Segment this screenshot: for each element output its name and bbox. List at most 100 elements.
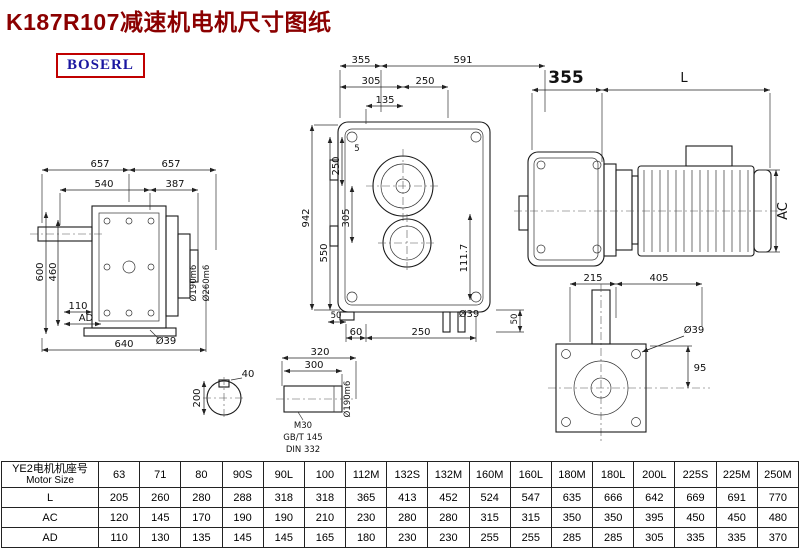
gear-housing-front (337, 121, 491, 313)
spec-value: 669 (674, 487, 717, 508)
terminal-box (685, 145, 733, 167)
dim-dia39-front: Ø39 (459, 308, 480, 320)
label-GBT145: GB/T 145 (283, 433, 322, 443)
dim-250-top: 250 (415, 76, 434, 87)
dim-dia190m6-detail: Ø190m6 (342, 381, 353, 418)
spec-value: 350 (592, 507, 635, 528)
spec-value: 547 (509, 487, 552, 508)
frame-size-column-header: 132M (427, 461, 470, 488)
dim-135: 135 (375, 95, 394, 106)
spec-value: 205 (97, 487, 141, 508)
spec-value: 318 (303, 487, 347, 508)
spec-row-label: L (1, 487, 99, 508)
dim-L: L (680, 71, 688, 86)
dim-640: 640 (114, 339, 133, 350)
spec-row-label: AD (1, 527, 99, 548)
frame-size-column-header: 250M (756, 461, 800, 488)
spec-value: 635 (550, 487, 594, 508)
frame-size-column-header: 112M (345, 461, 388, 488)
spec-value: 395 (633, 507, 676, 528)
motor-size-header-en: Motor Size (26, 475, 74, 486)
dim-dia190m6-left: Ø190m6 (188, 265, 199, 302)
dim-50-right: 50 (510, 314, 520, 325)
spec-value: 770 (756, 487, 800, 508)
dim-355-assembly: 355 (548, 68, 584, 88)
dim-111-7: 111.7 (459, 244, 470, 273)
spec-value: 365 (345, 487, 388, 508)
dim-305: 305 (361, 76, 380, 87)
spec-value: 315 (509, 507, 552, 528)
spec-value: 255 (468, 527, 511, 548)
spec-value: 260 (139, 487, 182, 508)
rear-flange-step3 (189, 249, 199, 283)
dim-95: 95 (694, 363, 707, 374)
spec-value: 524 (468, 487, 511, 508)
spec-value: 452 (427, 487, 470, 508)
dim-657-a: 657 (90, 159, 109, 170)
frame-size-column-header: 225S (674, 461, 717, 488)
spec-value: 450 (674, 507, 717, 528)
label-DIN332: DIN 332 (286, 445, 320, 455)
frame-size-column-header: 80 (180, 461, 223, 488)
flange-plate (555, 343, 647, 433)
brand-logo: BOSERL (56, 53, 145, 78)
spec-value: 280 (427, 507, 470, 528)
spec-value: 370 (756, 527, 800, 548)
spec-value: 170 (180, 507, 223, 528)
frame-size-column-header: 90L (262, 461, 305, 488)
spec-value: 180 (345, 527, 388, 548)
rear-flange-step1 (165, 215, 179, 317)
spec-value: 230 (386, 527, 429, 548)
dim-60: 60 (350, 327, 363, 338)
spec-value: 135 (180, 527, 223, 548)
dim-320: 320 (310, 347, 329, 358)
spec-value: 318 (262, 487, 305, 508)
shaft-section-detail: 200 40 (192, 369, 254, 419)
motor-assembly-view: 355 L AC 215 405 (514, 68, 791, 342)
spec-value: 145 (139, 507, 182, 528)
frame-size-column-header: 160M (468, 461, 511, 488)
spec-row-label: AC (1, 507, 99, 528)
dim-942: 942 (301, 208, 312, 227)
spec-value: 255 (509, 527, 552, 548)
frame-size-column-header: 180M (550, 461, 594, 488)
spec-value: 666 (592, 487, 635, 508)
label-M30: M30 (294, 421, 312, 431)
output-flange-view: Ø39 95 (548, 284, 710, 442)
spec-value: 145 (262, 527, 305, 548)
dim-250-vert: 250 (331, 156, 342, 175)
dim-591: 591 (453, 55, 472, 66)
dim-300: 300 (304, 360, 323, 371)
spec-value: 350 (550, 507, 594, 528)
spec-value: 280 (386, 507, 429, 528)
dim-AD: AD (79, 313, 94, 324)
dim-460: 460 (48, 262, 59, 281)
spec-value: 642 (633, 487, 676, 508)
spec-value: 305 (633, 527, 676, 548)
spec-value: 480 (756, 507, 800, 528)
dim-600: 600 (35, 262, 46, 281)
spec-value: 280 (180, 487, 223, 508)
dim-215: 215 (583, 273, 602, 284)
shaft-side-detail: 320 300 Ø190m6 M30 GB/T 145 DIN 332 (276, 347, 357, 455)
dim-110: 110 (68, 301, 87, 312)
spec-value: 335 (715, 527, 758, 548)
dim-657-b: 657 (161, 159, 180, 170)
spec-value: 285 (550, 527, 594, 548)
spec-value: 230 (427, 527, 470, 548)
dim-50-left: 50 (331, 311, 342, 321)
frame-size-column-header: 90S (221, 461, 264, 488)
dim-dia260: Ø260m6 (201, 265, 212, 302)
frame-size-column-header: 180L (592, 461, 635, 488)
spec-value: 210 (303, 507, 347, 528)
dim-540: 540 (94, 179, 113, 190)
mounting-foot (83, 327, 177, 337)
frame-size-column-header: 200L (633, 461, 676, 488)
dim-AC: AC (776, 202, 791, 220)
adapter-flange-1 (603, 163, 617, 257)
